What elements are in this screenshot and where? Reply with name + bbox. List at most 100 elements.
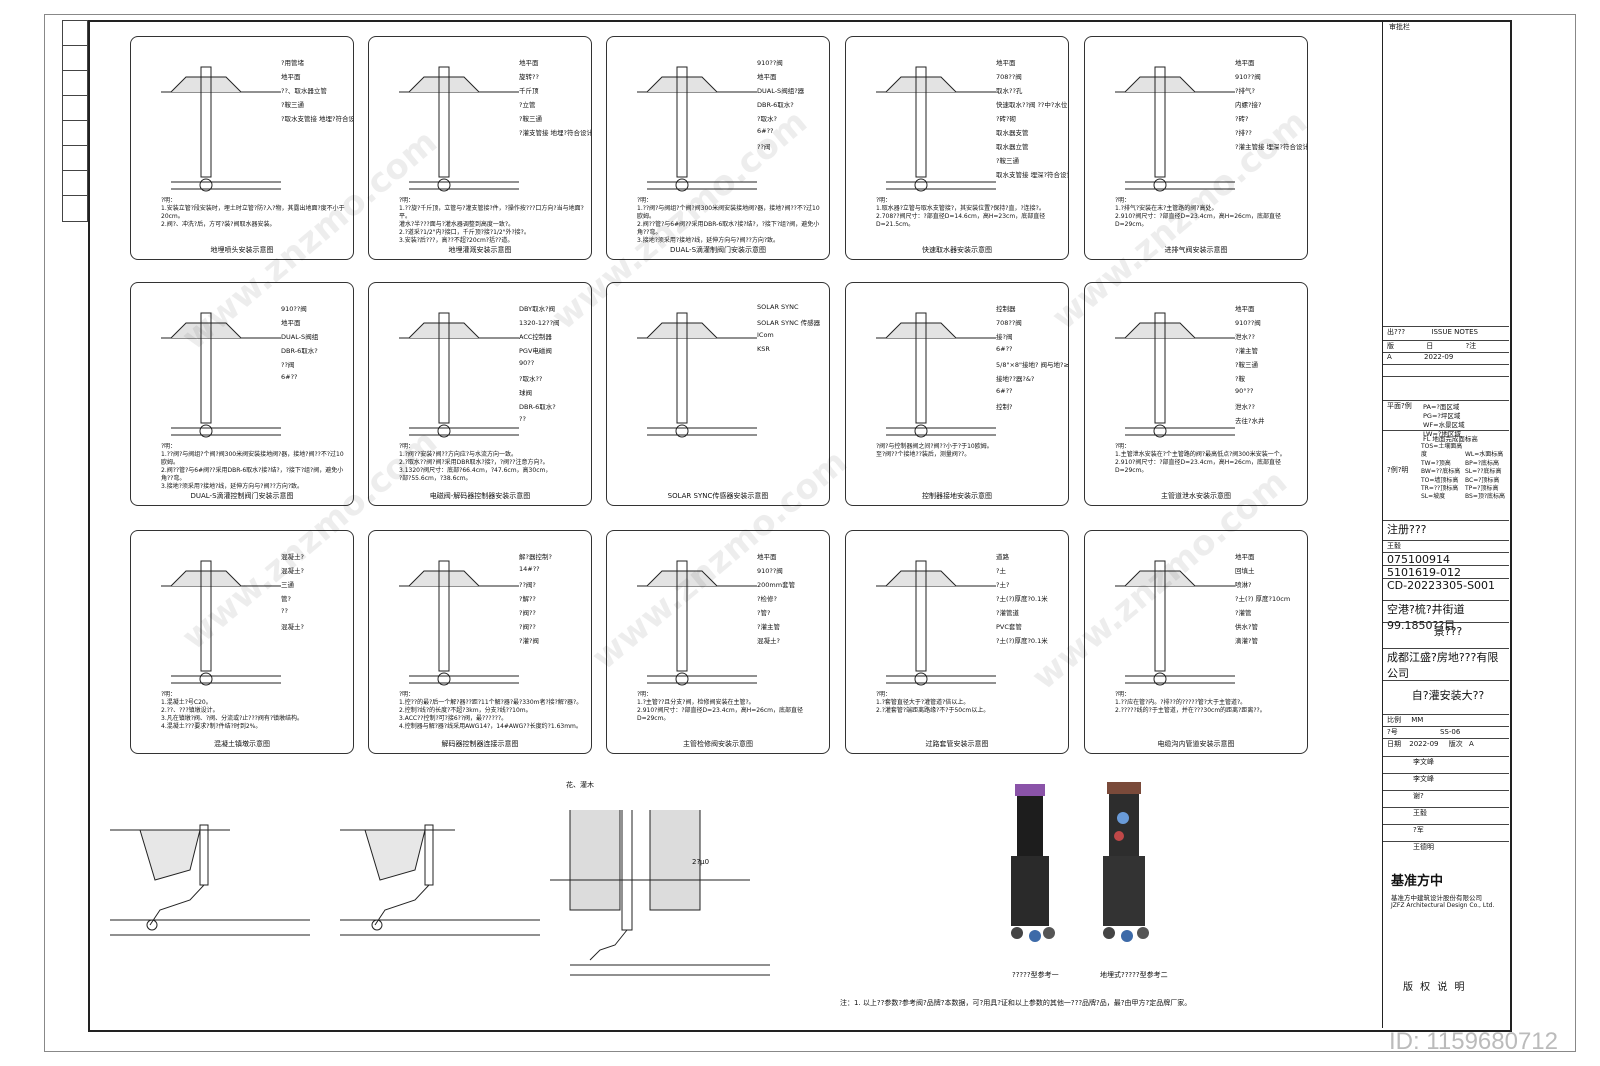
callout-label: ?灌主管 [1235,347,1258,355]
legend-note-item: TO=墙顶标高 [1421,476,1459,484]
date-label: 日期 [1387,740,1401,748]
callout-label: 地平面 [1235,59,1255,67]
registration-no-2: 5101619-012 [1383,565,1509,579]
callout-label: ?用管堵 [281,59,304,67]
callout-label: ?阀?? [519,623,536,631]
registrant-name: 王毅 [1383,540,1509,553]
callout-label: DBY取水?阀 [519,305,556,313]
callout-label: 接地??器?&? [996,375,1035,383]
callout-label: 地平面 [996,59,1016,67]
callout-label: 混凝土? [757,637,780,645]
legend-plan-item: PA=?面区域 [1423,403,1460,411]
registration-no-1: 075100914 [1383,552,1509,566]
callout-label: PGV电磁阀 [519,347,552,355]
callout-label: 1320-12??阀 [519,319,560,327]
panel-title: DUAL-S滴灌控制阀门安装示意图 [190,492,294,500]
drawing-frame [88,20,1512,1032]
detail-panel: 解?器控制?14#????阀??解???阀???阀???灌?阀?明： 1.控??… [368,530,592,754]
panel-note: ?明： 1.安装立管?段安装时，埋土时立管?防?入?物，其露出地面?度不小于20… [161,197,345,228]
company-english-name: JZFZ Architectural Design Co., Ltd. [1391,902,1495,909]
legend-note-item: BS=顶?底标高 [1465,493,1506,501]
callout-label: 14#?? [519,565,540,573]
callout-label: 控制? [996,403,1013,411]
callout-label: 控制器 [996,305,1016,313]
issue-col: 日 [1426,342,1434,350]
callout-label: 旋转?? [519,73,539,81]
legend-notes-label: ?例?明 [1387,466,1409,474]
bottom-label-shrubs: 花、灌木 [566,781,594,789]
callout-label: 球阀 [519,389,532,397]
panel-title: 快速取水器安装示意图 [922,246,992,254]
staff-signature: 李文峰 [1383,756,1509,773]
issue-col: ?注 [1465,342,1477,350]
scale-value: MM [1411,716,1424,724]
callout-label: ?灌?阀 [519,637,539,645]
legend-note-item: SL=??底标高 [1465,468,1502,476]
panel-title: 电磁阀-解码器控制器安装示意图 [429,492,531,500]
callout-label: 地平面 [281,319,301,327]
callout-label: 708??阀 [996,73,1022,81]
panel-title: 地埋喷头安装示意图 [210,246,274,254]
callout-label: ?土? [996,581,1010,589]
callout-label: 6#?? [996,345,1013,353]
issue-notes-label: ISSUE NOTES [1431,328,1479,336]
staff-signature: 王德明 [1383,841,1509,858]
callout-label: 6#?? [996,387,1013,395]
drawing-no-label: ?号 [1387,728,1398,736]
callout-label: 6#?? [757,127,774,135]
panel-note: ?明： 1.控??的最?后一个解?器??距?11个解?器?最?330m者?接?解… [399,691,583,730]
callout-label: ?取水?? [519,375,543,383]
callout-label: DBR-6取水? [281,347,318,355]
callout-label: ?灌支管接 地埋?符合设计要求 [519,129,591,137]
callout-label: 泄水?? [1235,333,1255,341]
callout-label: 回填土 [1235,567,1255,575]
sprinkler-photo-one [1011,784,1055,942]
callout-label: 地平面 [281,73,301,81]
callout-label: ??阀? [519,581,536,589]
callout-label: ?土(?)厚度?0.1米 [996,637,1048,645]
callout-label: 910??阀 [757,567,783,575]
callout-label: ?取水? [757,115,777,123]
panel-title: 主管道泄水安装示意图 [1161,492,1231,500]
detail-drawing [399,560,519,686]
bottom-dimension: 2?μ0 [692,858,710,866]
legend-note-item: WL=水面标高 [1465,451,1504,459]
callout-label: 取水??孔 [996,87,1023,95]
company-full-name: 基准方中建筑设计股份有限公司 [1391,894,1482,902]
legend-plan-item: LW=?地区域 [1423,430,1461,438]
callout-label: 道路 [996,553,1009,561]
callout-label: 供水?管 [1235,623,1258,631]
panel-title: 地埋灌溉安装示意图 [448,246,512,254]
panel-note: ?明： 1.?主管??且分支?阀，检修阀安装在主管?。 2.910?阀尺寸：?部… [637,691,804,722]
panel-note: ?明： 1.??旋?千斤顶，立管与?灌支管接?件，?操作按???口方向?当与地面… [399,197,584,244]
detail-drawing [399,66,519,192]
callout-label: 解?器控制? [519,553,552,561]
callout-label: 管? [281,595,291,603]
detail-drawing [161,312,281,438]
issue-version: A [1387,353,1392,361]
callout-label: DUAL-S阀组?器 [757,87,805,95]
detail-drawing [1115,560,1235,686]
callout-label: 取水器支管 [996,129,1029,137]
callout-label: 千斤顶 [519,87,539,95]
approval-label: 审批栏 [1389,23,1410,31]
panel-title: 电缆沟内管道安装示意图 [1157,740,1235,748]
callout-label: ?阀?? [519,609,536,617]
callout-label: ?灌管道 [996,609,1019,617]
issue-date: 2022-09 [1424,353,1454,361]
callout-label: 200mm套管 [757,581,796,589]
legend-note-item: BC=?顶标高 [1465,476,1500,484]
callout-label: 6#?? [281,373,298,381]
callout-label: 地平面 [1235,305,1255,313]
callout-label: 708??阀 [996,319,1022,327]
copyright-note: 版 权 说 明 [1403,982,1467,993]
callout-label: 5/8"×8"接地? 阀与地?≥10Ω [996,361,1069,369]
panel-title: SOLAR SYNC传感器安装示意图 [667,492,769,500]
callout-label: ?灌主管 [757,623,780,631]
drawing-no-value: SS-06 [1439,728,1461,736]
callout-label: 910??阀 [1235,73,1261,81]
staff-signature: 李文峰 [1383,773,1509,790]
